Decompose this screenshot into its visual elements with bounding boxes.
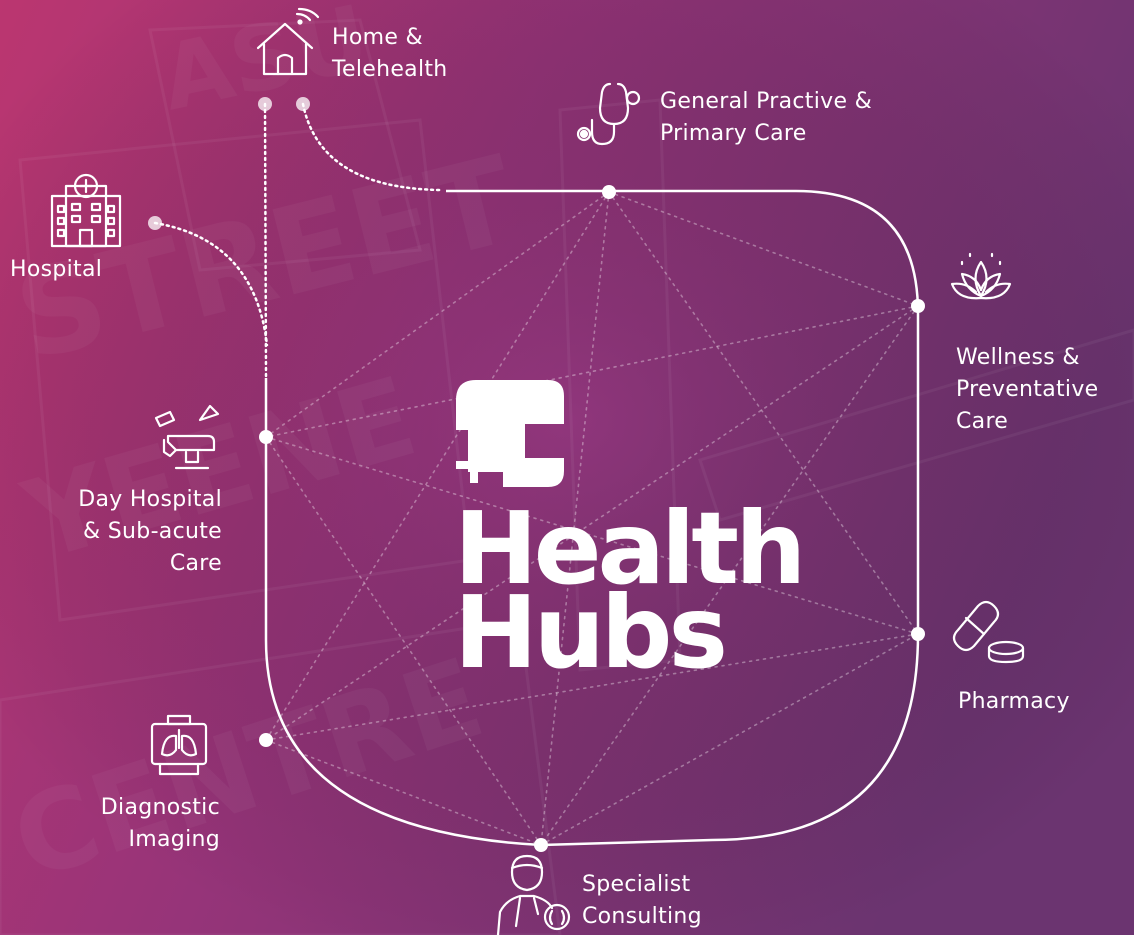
pills-icon: [952, 600, 1025, 664]
label-hospital-line1: Hospital: [10, 257, 103, 282]
label-hospital: Hospital: [10, 254, 102, 286]
label-imaging-line2: Imaging: [128, 827, 220, 852]
node-wellness-dot: [911, 299, 925, 313]
node-pharmacy-dot: [911, 627, 925, 641]
hub-outline: [264, 189, 920, 847]
label-specialist-line1: Specialist: [582, 872, 691, 897]
label-day-hospital: Day Hospital & Sub-acute Care: [78, 484, 222, 580]
stethoscope-icon: [576, 82, 641, 146]
label-imaging-line1: Diagnostic: [100, 795, 220, 820]
label-specialist-consulting: Specialist Consulting: [582, 869, 702, 933]
home-connector-right: [301, 102, 442, 192]
logo-title-line2: Hubs: [454, 574, 728, 691]
label-pharmacy-line1: Pharmacy: [958, 689, 1070, 714]
node-imaging-dot: [259, 733, 273, 747]
doctor-kidney-icon: [496, 854, 571, 935]
label-wellness: Wellness & Preventative Care: [956, 342, 1098, 438]
node-specialist-dot: [534, 838, 548, 852]
label-specialist-line2: Consulting: [582, 904, 702, 929]
xray-lungs-icon: [150, 714, 208, 776]
label-day-hospital-line1: Day Hospital: [78, 487, 222, 512]
home-endpoint-right: [296, 97, 310, 111]
label-gp-line2: Primary Care: [660, 121, 807, 146]
label-general-practice: General Practive & Primary Care: [660, 86, 872, 150]
label-wellness-line1: Wellness &: [956, 345, 1080, 370]
logo-title-line1: Health: [454, 490, 806, 607]
label-diagnostic-imaging: Diagnostic Imaging: [101, 792, 220, 856]
house-wifi-icon: [256, 7, 320, 76]
node-gp-dot: [602, 185, 616, 199]
hospital-connector: [153, 221, 269, 347]
label-home-telehealth: Home & Telehealth: [332, 22, 448, 86]
hospital-building-icon: [50, 173, 122, 248]
surgical-chair-icon: [154, 404, 220, 470]
label-day-hospital-line3: Care: [169, 551, 222, 576]
label-wellness-line2: Preventative: [956, 377, 1099, 402]
label-wellness-line3: Care: [956, 409, 1009, 434]
label-pharmacy: Pharmacy: [958, 686, 1070, 718]
label-home-line1: Home &: [332, 25, 423, 50]
label-day-hospital-line2: & Sub-acute: [83, 519, 222, 544]
hospital-endpoint: [148, 216, 162, 230]
node-day-hospital-dot: [259, 430, 273, 444]
lotus-icon: [950, 252, 1012, 300]
label-home-line2: Telehealth: [332, 57, 448, 82]
health-hubs-logo-icon: [456, 380, 564, 487]
label-gp-line1: General Practive &: [660, 89, 873, 114]
home-endpoint-left: [258, 97, 272, 111]
